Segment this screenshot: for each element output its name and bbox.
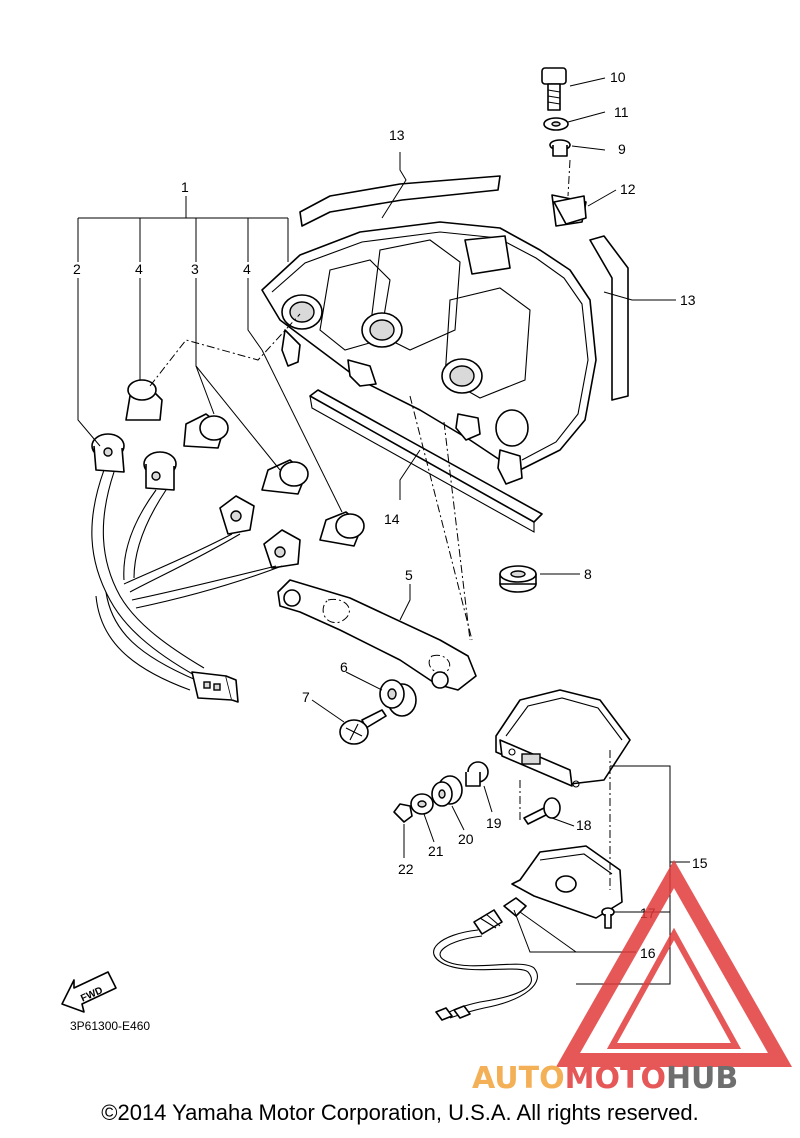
license-light-15 xyxy=(495,689,631,788)
callout-4a: 4 xyxy=(135,261,143,277)
socket-3 xyxy=(143,451,177,491)
callout-12: 12 xyxy=(620,181,636,197)
callout-11: 11 xyxy=(614,104,629,120)
collar-19 xyxy=(465,761,489,787)
bulb-16 xyxy=(503,897,527,917)
callout-15: 15 xyxy=(692,855,708,871)
washer-21 xyxy=(410,793,434,815)
copyright-notice: ©2014 Yamaha Motor Corporation, U.S.A. A… xyxy=(101,1100,699,1125)
callout-14: 14 xyxy=(384,511,400,527)
callout-13a: 13 xyxy=(389,127,405,143)
screw-18 xyxy=(523,797,561,825)
harness-connector xyxy=(191,671,239,703)
callout-7: 7 xyxy=(302,689,310,705)
bracket-5 xyxy=(277,579,477,691)
watermark-auto: AUTO xyxy=(472,1061,565,1096)
license-light-base xyxy=(511,845,623,919)
seal-strip-13-upper xyxy=(299,175,501,227)
tail-light-housing xyxy=(261,194,597,485)
nut-22 xyxy=(393,803,413,823)
seal-strip-13-right xyxy=(589,235,629,401)
license-light-wire xyxy=(433,929,532,1015)
grommet-8 xyxy=(499,565,537,593)
callout-10: 10 xyxy=(610,69,626,85)
bulb-4-lower-a xyxy=(261,459,309,495)
bolt-10 xyxy=(541,67,567,111)
socket-4-a xyxy=(219,495,255,535)
grommet-20 xyxy=(431,775,463,807)
callout-3: 3 xyxy=(191,261,199,277)
bulb-4-upper xyxy=(125,379,163,421)
callout-2: 2 xyxy=(73,261,81,277)
callout-16: 16 xyxy=(640,945,656,961)
callout-9: 9 xyxy=(618,141,626,157)
bulb-4-lower-b xyxy=(319,511,365,547)
watermark-text: AUTOMOTOHUB xyxy=(472,1061,738,1096)
bracket-12 xyxy=(553,195,587,225)
screw-17 xyxy=(601,907,615,929)
callout-18: 18 xyxy=(576,817,592,833)
wire-harness-1 xyxy=(91,469,283,691)
callout-labels: 1 2 3 4 4 5 6 7 8 9 10 11 12 13 13 14 15… xyxy=(73,69,708,961)
bulb-socket-16 xyxy=(473,909,503,935)
callout-22: 22 xyxy=(398,861,414,877)
callout-5: 5 xyxy=(405,567,413,583)
watermark-moto: MOTO xyxy=(565,1061,666,1096)
grommet-6 xyxy=(379,679,417,717)
socket-2 xyxy=(91,433,125,473)
socket-4-b xyxy=(263,529,301,569)
watermark-hub: HUB xyxy=(666,1061,738,1096)
screw-7 xyxy=(339,709,387,745)
seal-bar-14 xyxy=(309,389,543,523)
diagram-code: 3P61300-E460 xyxy=(70,1019,150,1033)
callout-6: 6 xyxy=(340,659,348,675)
callout-21: 21 xyxy=(428,843,444,859)
callout-13b: 13 xyxy=(680,292,696,308)
bulb-3 xyxy=(183,413,229,449)
washer-11 xyxy=(543,117,569,131)
callout-8: 8 xyxy=(584,566,592,582)
leader-lines xyxy=(77,77,690,985)
callout-20: 20 xyxy=(458,831,474,847)
fwd-badge: FWD xyxy=(61,971,117,1013)
callout-4b: 4 xyxy=(243,261,251,277)
callout-19: 19 xyxy=(486,815,502,831)
callout-1: 1 xyxy=(181,179,189,195)
collar-9 xyxy=(549,139,571,157)
watermark-logo: AUTOMOTOHUB xyxy=(472,859,793,1096)
